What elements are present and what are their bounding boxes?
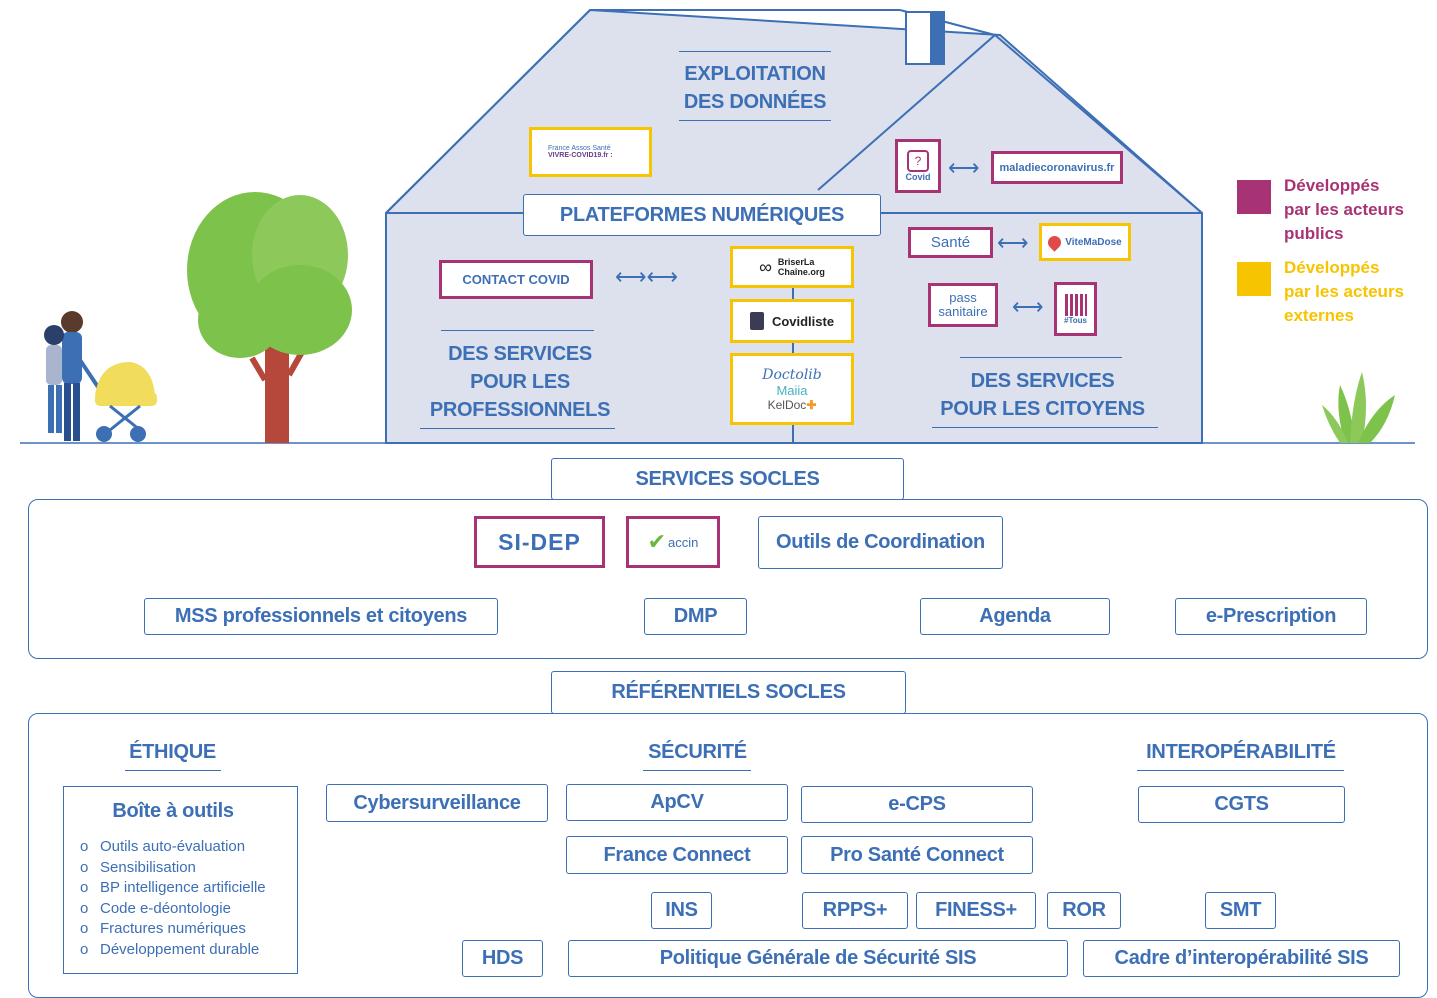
securite-heading: SÉCURITÉ (648, 741, 747, 763)
vitemadose-logo[interactable]: ViteMaDose (1039, 223, 1131, 261)
cybersurveillance-box[interactable]: Cybersurveillance (326, 784, 548, 822)
cadre-interop-box[interactable]: Cadre d’interopérabilité SIS (1083, 940, 1400, 977)
sidep-logo[interactable]: SI-DEP (474, 516, 605, 568)
tousanticovid-logo[interactable]: #Tous (1054, 282, 1097, 336)
plus-icon: ✚ (806, 397, 817, 412)
interop-heading: INTEROPÉRABILITÉ (1146, 741, 1336, 763)
chain-icon: ∞ (759, 256, 772, 277)
france-connect-box[interactable]: France Connect (566, 836, 788, 874)
double-arrow-icon: ⟷ (948, 155, 980, 180)
legend-public-swatch (1237, 180, 1271, 214)
mss-box[interactable]: MSS professionnels et citoyens (144, 598, 498, 635)
maladiecoronavirus-logo[interactable]: maladiecoronavirus.fr (991, 151, 1123, 184)
apcv-box[interactable]: ApCV (566, 784, 788, 821)
vaccin-covid-logo[interactable]: ✔ accin (626, 516, 720, 568)
boite-a-outils-title: Boîte à outils (112, 800, 234, 822)
double-arrow-icon: ⟷⟷ (615, 264, 679, 289)
cgts-box[interactable]: CGTS (1138, 786, 1345, 823)
ror-box[interactable]: ROR (1047, 892, 1121, 929)
covidliste-icon (749, 312, 764, 330)
pro-sante-connect-box[interactable]: Pro Santé Connect (801, 836, 1033, 874)
services-socles-panel (28, 499, 1428, 659)
smt-box[interactable]: SMT (1205, 892, 1276, 929)
boite-a-outils-box (63, 786, 298, 974)
ecps-box[interactable]: e-CPS (801, 786, 1033, 823)
referentiels-socles-title: RÉFÉRENTIELS SOCLES (551, 671, 906, 714)
ins-box[interactable]: INS (651, 892, 712, 929)
location-pin-icon (1045, 232, 1064, 252)
contact-covid-logo[interactable]: CONTACT COVID (439, 260, 593, 299)
dmp-box[interactable]: DMP (644, 598, 747, 635)
agenda-box[interactable]: Agenda (920, 598, 1110, 635)
question-icon: ? (907, 150, 929, 172)
eprescription-box[interactable]: e-Prescription (1175, 598, 1367, 635)
tree-illustration (187, 192, 352, 443)
qr-code-icon (1064, 293, 1087, 316)
vivre-covid-logo[interactable]: France Assos Santé VIVRE-COVID19.fr : (529, 127, 652, 177)
ethique-heading: ÉTHIQUE (129, 741, 216, 763)
covidliste-logo[interactable]: Covidliste (730, 299, 854, 343)
mesconseils-covid-logo[interactable]: ? Covid (895, 139, 941, 193)
sante-fr-logo[interactable]: Santé (908, 227, 993, 258)
shield-check-icon: ✔ (647, 529, 667, 554)
rpps-box[interactable]: RPPS+ (802, 892, 908, 929)
finess-box[interactable]: FINESS+ (916, 892, 1036, 929)
outils-coordination-box[interactable]: Outils de Coordination (758, 516, 1003, 569)
double-arrow-icon: ⟷ (997, 230, 1029, 255)
plant-illustration (1322, 372, 1395, 443)
hds-box[interactable]: HDS (462, 940, 543, 977)
doctolib-maiia-keldoc-logo[interactable]: Doctolib Maiia KelDoc✚ (730, 353, 854, 425)
services-socles-title: SERVICES SOCLES (551, 458, 904, 500)
pgssi-box[interactable]: Politique Générale de Sécurité SIS (568, 940, 1068, 977)
plateformes-title: PLATEFORMES NUMÉRIQUES (523, 194, 881, 236)
pass-sanitaire-logo[interactable]: pass sanitaire (928, 283, 998, 327)
legend-external-swatch (1237, 262, 1271, 296)
double-arrow-icon: ⟷ (1012, 294, 1044, 319)
family-illustration (44, 311, 157, 442)
